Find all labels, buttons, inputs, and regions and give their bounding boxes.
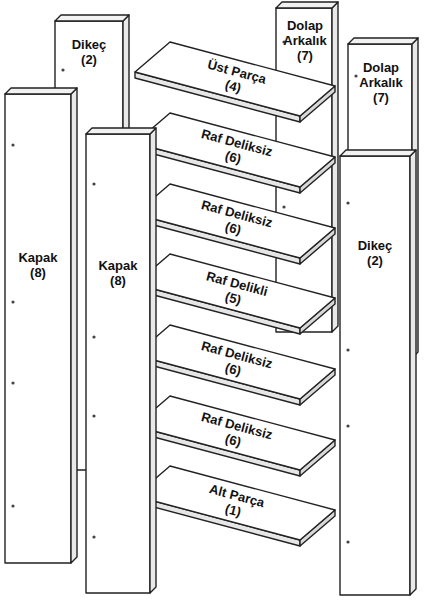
part-label: Dolap Arkalık(7) [277,18,333,63]
panel-top [348,38,418,44]
panel-outline [340,150,416,595]
part-name: Dikeç [343,238,407,253]
part-number: (7) [352,90,410,105]
drill-hole [282,205,285,208]
part-number: (7) [277,48,333,63]
panel-face [340,156,410,595]
shelf-top [135,396,335,470]
panel-outline [5,88,77,563]
panel-edge [150,128,156,593]
shelf-panel: Raf Delikli(5) [135,254,335,336]
part-name: Dolap Arkalık [277,18,333,48]
drill-hole [92,414,95,417]
shelf-panel: Raf Deliksiz(6) [135,325,335,407]
shelf-panel: Raf Deliksiz(6) [135,184,335,266]
drill-hole [354,74,357,77]
panel-edge [332,2,338,332]
drill-hole [346,348,349,351]
shelf-top [135,466,335,540]
shelf-top [135,325,335,399]
part-name: Kapak [7,250,69,265]
drill-hole [346,540,349,543]
shelf-panel: Alt Parça(1) [135,466,335,548]
shelf-panel: Üst Parça(4) [135,42,335,124]
vertical-panel: Dikeç(2) [340,150,416,595]
drill-hole [61,68,64,71]
part-name: Kapak [88,258,148,273]
panel-top [340,150,416,156]
part-number: (8) [88,273,148,288]
part-number: (8) [7,265,69,280]
panel-top [86,128,156,134]
part-name: Dolap Arkalık [352,60,410,90]
drill-hole [92,535,95,538]
panel-top [276,2,338,8]
vertical-panel: Kapak(8) [5,88,77,563]
shelf-top [135,113,335,187]
panel-edge [71,88,77,563]
part-label: Dolap Arkalık(7) [352,60,410,105]
panel-edge [410,150,416,595]
part-label: Dikeç(2) [343,238,407,268]
shelf-panel: Raf Deliksiz(6) [135,113,335,195]
part-name: Dikeç [57,37,121,52]
panel-top [55,15,129,21]
shelf-top [135,254,335,328]
vertical-panel: Kapak(8) [86,128,156,593]
drill-hole [11,143,14,146]
part-label: Kapak(8) [7,250,69,280]
drill-hole [92,182,95,185]
part-label: Dikeç(2) [57,37,121,67]
drill-hole [11,300,14,303]
drill-hole [346,424,349,427]
part-label: Kapak(8) [88,258,148,288]
drill-hole [11,381,14,384]
shelf-top [135,42,335,116]
drill-hole [11,504,14,507]
shelf-panel: Raf Deliksiz(6) [135,396,335,478]
shelf-top [135,184,335,258]
part-number: (2) [343,253,407,268]
panel-top [5,88,77,94]
drill-hole [346,201,349,204]
part-number: (2) [57,52,121,67]
drill-hole [92,335,95,338]
panel-outline [86,128,156,593]
panel-face [86,134,150,593]
panel-face [5,94,71,563]
